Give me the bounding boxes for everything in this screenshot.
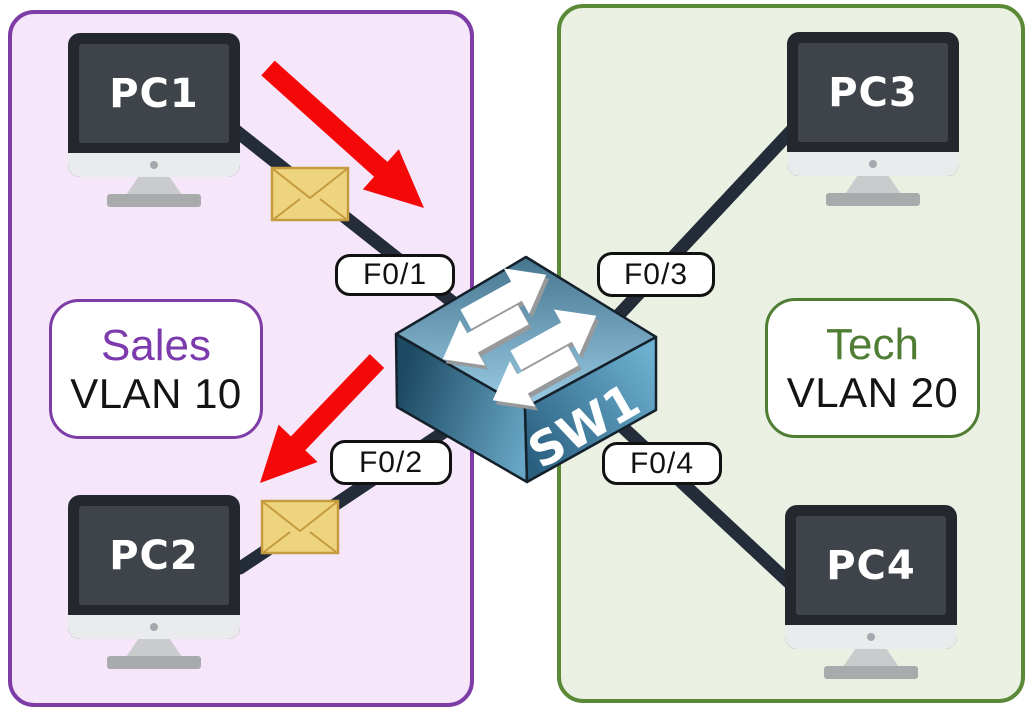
envelope-icon — [260, 499, 340, 555]
switch-icon: SW1 — [394, 251, 658, 484]
pc-monitor-icon: PC3 — [787, 32, 959, 176]
pc4-label: PC4 — [826, 542, 916, 589]
port-label-f0-3: F0/3 — [597, 252, 715, 297]
tech-vlan-id: VLAN 20 — [786, 369, 959, 417]
sales-vlan-label-box: Sales VLAN 10 — [49, 299, 263, 439]
traffic-arrow-sw1-to-pc2 — [260, 354, 385, 483]
envelope-icon — [270, 166, 350, 222]
tech-vlan-label-box: Tech VLAN 20 — [765, 298, 980, 438]
pc3-device: PC3 — [787, 32, 959, 206]
pc2-device: PC2 — [68, 495, 240, 669]
sales-zone-name: Sales — [100, 320, 212, 370]
port-label-f0-2: F0/2 — [330, 440, 452, 485]
pc3-label: PC3 — [828, 69, 918, 116]
pc1-label: PC1 — [109, 70, 199, 117]
pc1-device: PC1 — [68, 33, 240, 207]
tech-zone-name: Tech — [826, 319, 919, 369]
pc2-label: PC2 — [109, 532, 199, 579]
port-label-f0-4: F0/4 — [602, 442, 722, 485]
pc-monitor-icon: PC1 — [68, 33, 240, 177]
port-label-f0-1: F0/1 — [335, 254, 455, 296]
link-pc3-sw1 — [593, 123, 799, 342]
traffic-arrow-pc1-to-sw1 — [261, 60, 424, 208]
pc-monitor-icon: PC2 — [68, 495, 240, 639]
pc-monitor-icon: PC4 — [785, 505, 957, 649]
sales-vlan-id: VLAN 10 — [70, 370, 242, 418]
pc4-device: PC4 — [785, 505, 957, 679]
